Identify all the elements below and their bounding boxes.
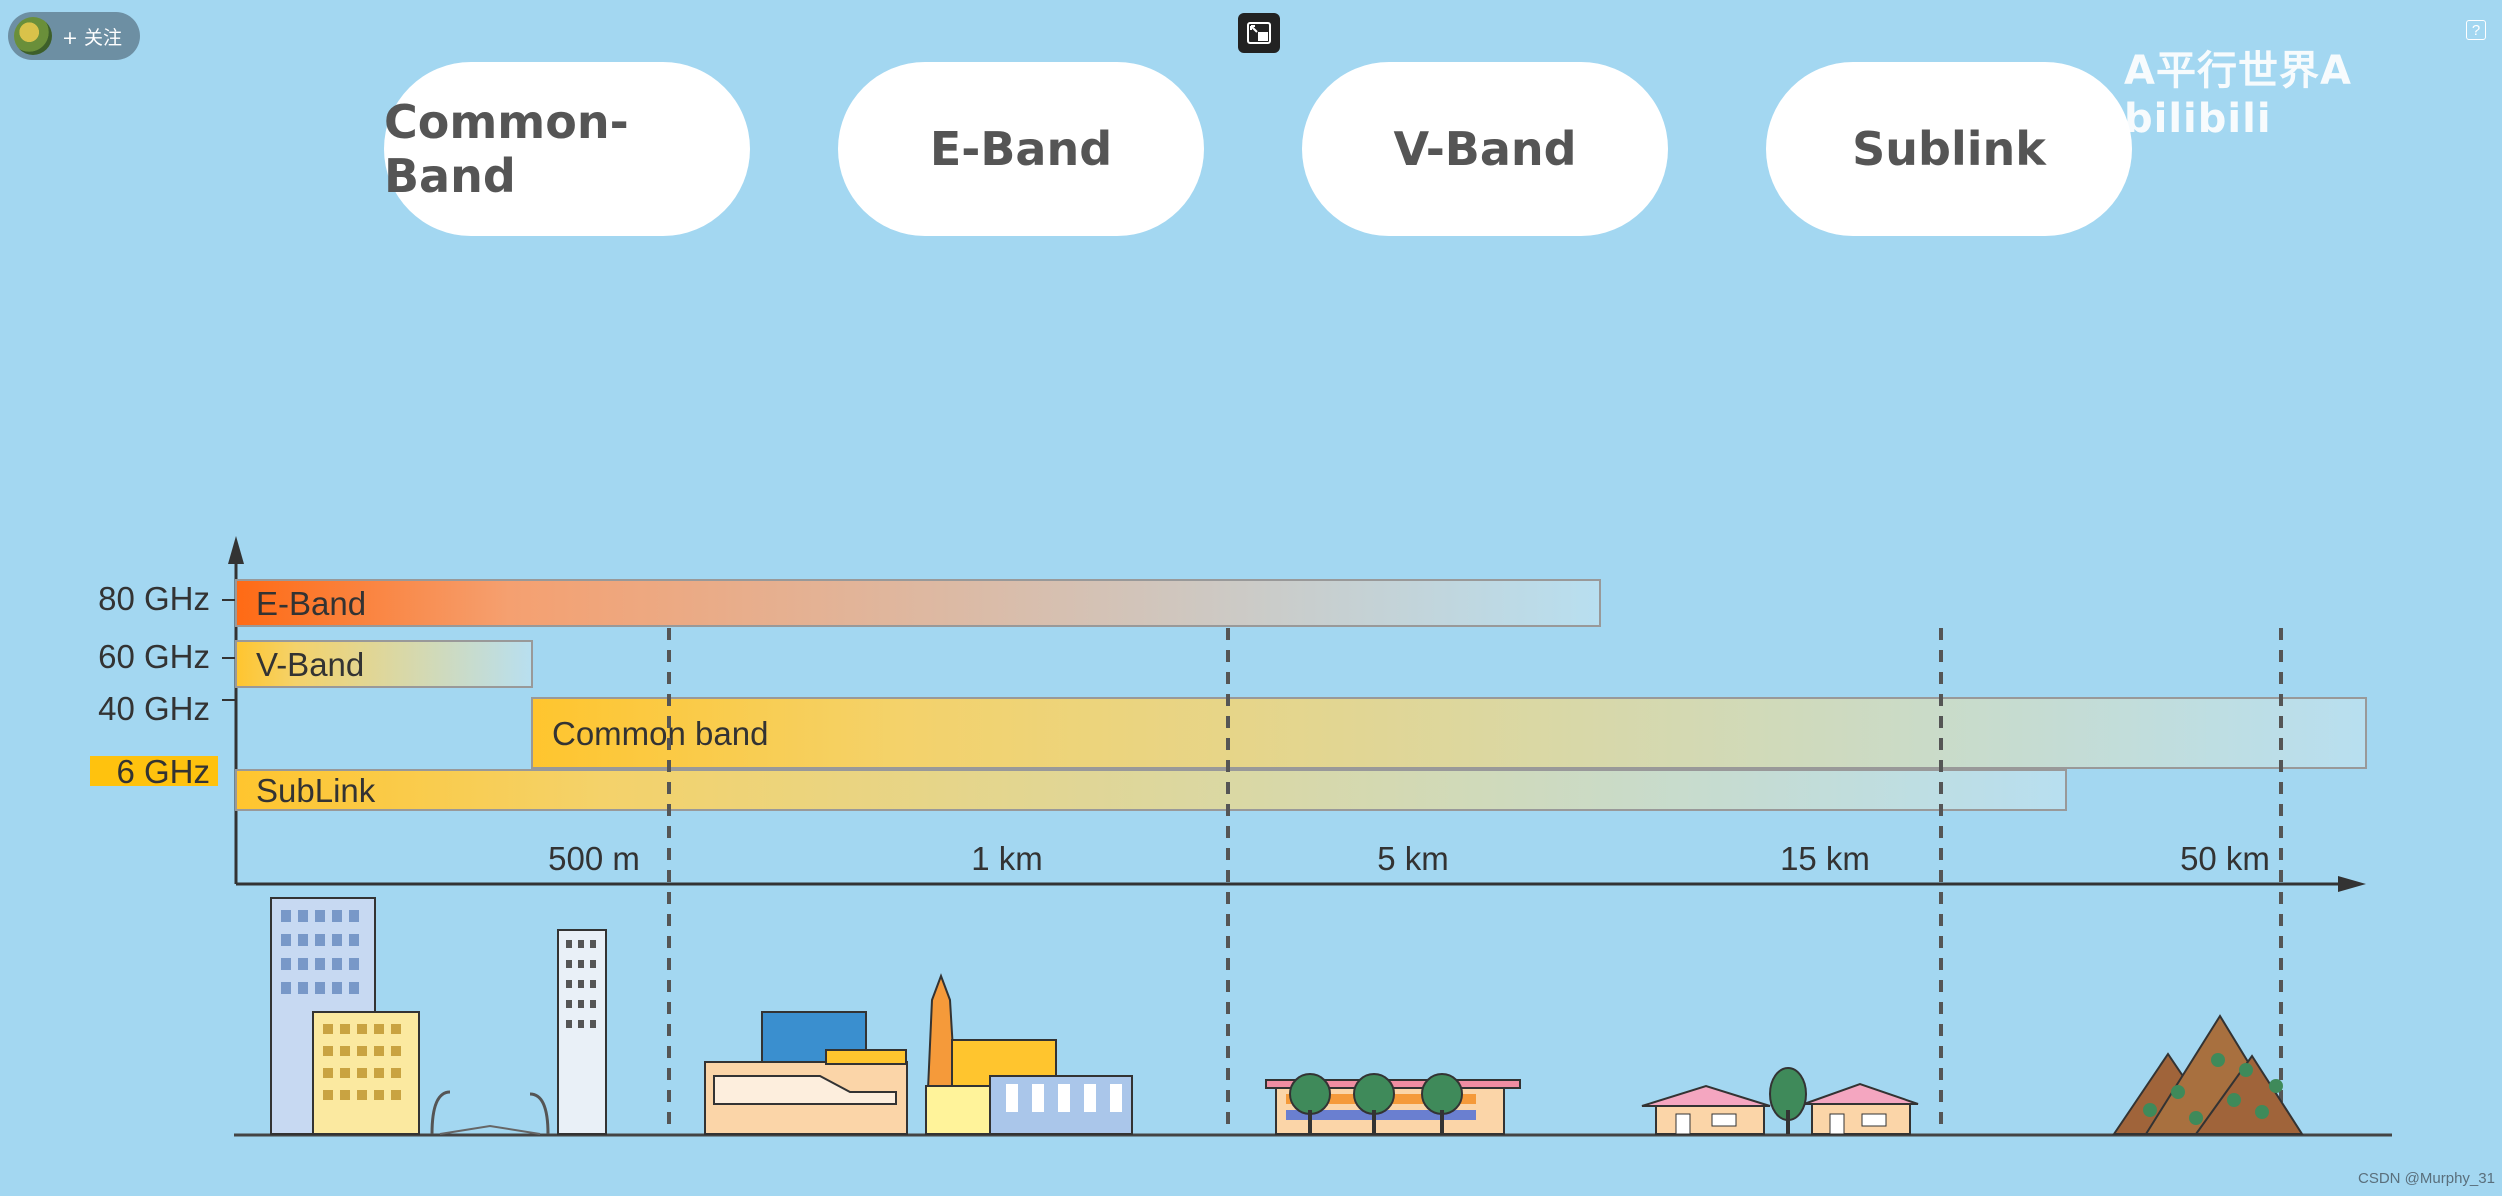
scene-village-houses [1641, 1067, 1919, 1135]
x-tick-label: 1 km [971, 840, 1043, 877]
bar-label-common-band: Common band [552, 715, 768, 752]
y-tick-label: 80 GHz [98, 580, 210, 617]
x-axis-arrow [2338, 876, 2366, 892]
highlight-6ghz [90, 756, 218, 786]
y-tick-label: 40 GHz [98, 690, 210, 727]
follow-button[interactable]: + 关注 [8, 12, 140, 60]
bar-label-e-band: E-Band [256, 585, 366, 622]
y-tick-label: 60 GHz [98, 638, 210, 675]
bar-sublink [235, 769, 2067, 811]
common-band-pill[interactable]: Common-Band [384, 62, 750, 236]
scene-city-center [704, 973, 1133, 1135]
sublink-pill[interactable]: Sublink [1766, 62, 2132, 236]
bar-e-band [235, 579, 1601, 627]
x-tick-label: 5 km [1377, 840, 1449, 877]
x-tick-label: 500 m [548, 840, 640, 877]
footer-credit: CSDN @Murphy_31 [2358, 1170, 2495, 1187]
bar-v-band [235, 640, 533, 688]
bar-label-v-band: V-Band [256, 646, 364, 683]
uploader-avatar [14, 17, 52, 55]
help-icon[interactable]: ? [2466, 20, 2486, 40]
scene-suburb-factory [1265, 1073, 1521, 1135]
y-axis-arrow [228, 536, 244, 564]
v-band-pill[interactable]: V-Band [1302, 62, 1668, 236]
picture-in-picture-button[interactable] [1238, 13, 1280, 53]
e-band-pill[interactable]: E-Band [838, 62, 1204, 236]
bar-label-sublink: SubLink [256, 772, 376, 809]
follow-label: + 关注 [62, 26, 122, 49]
scene-mountains [2112, 1014, 2304, 1135]
watermark-logo: A平行世界A bilibili [2124, 48, 2352, 142]
picture-in-picture-icon [1247, 22, 1271, 44]
scene-urban-skyscrapers [270, 897, 607, 1135]
x-tick-label: 50 km [2180, 840, 2270, 877]
y-tick-label: 6 GHz [116, 753, 210, 790]
x-tick-label: 15 km [1780, 840, 1870, 877]
bar-common-band [531, 697, 2367, 769]
